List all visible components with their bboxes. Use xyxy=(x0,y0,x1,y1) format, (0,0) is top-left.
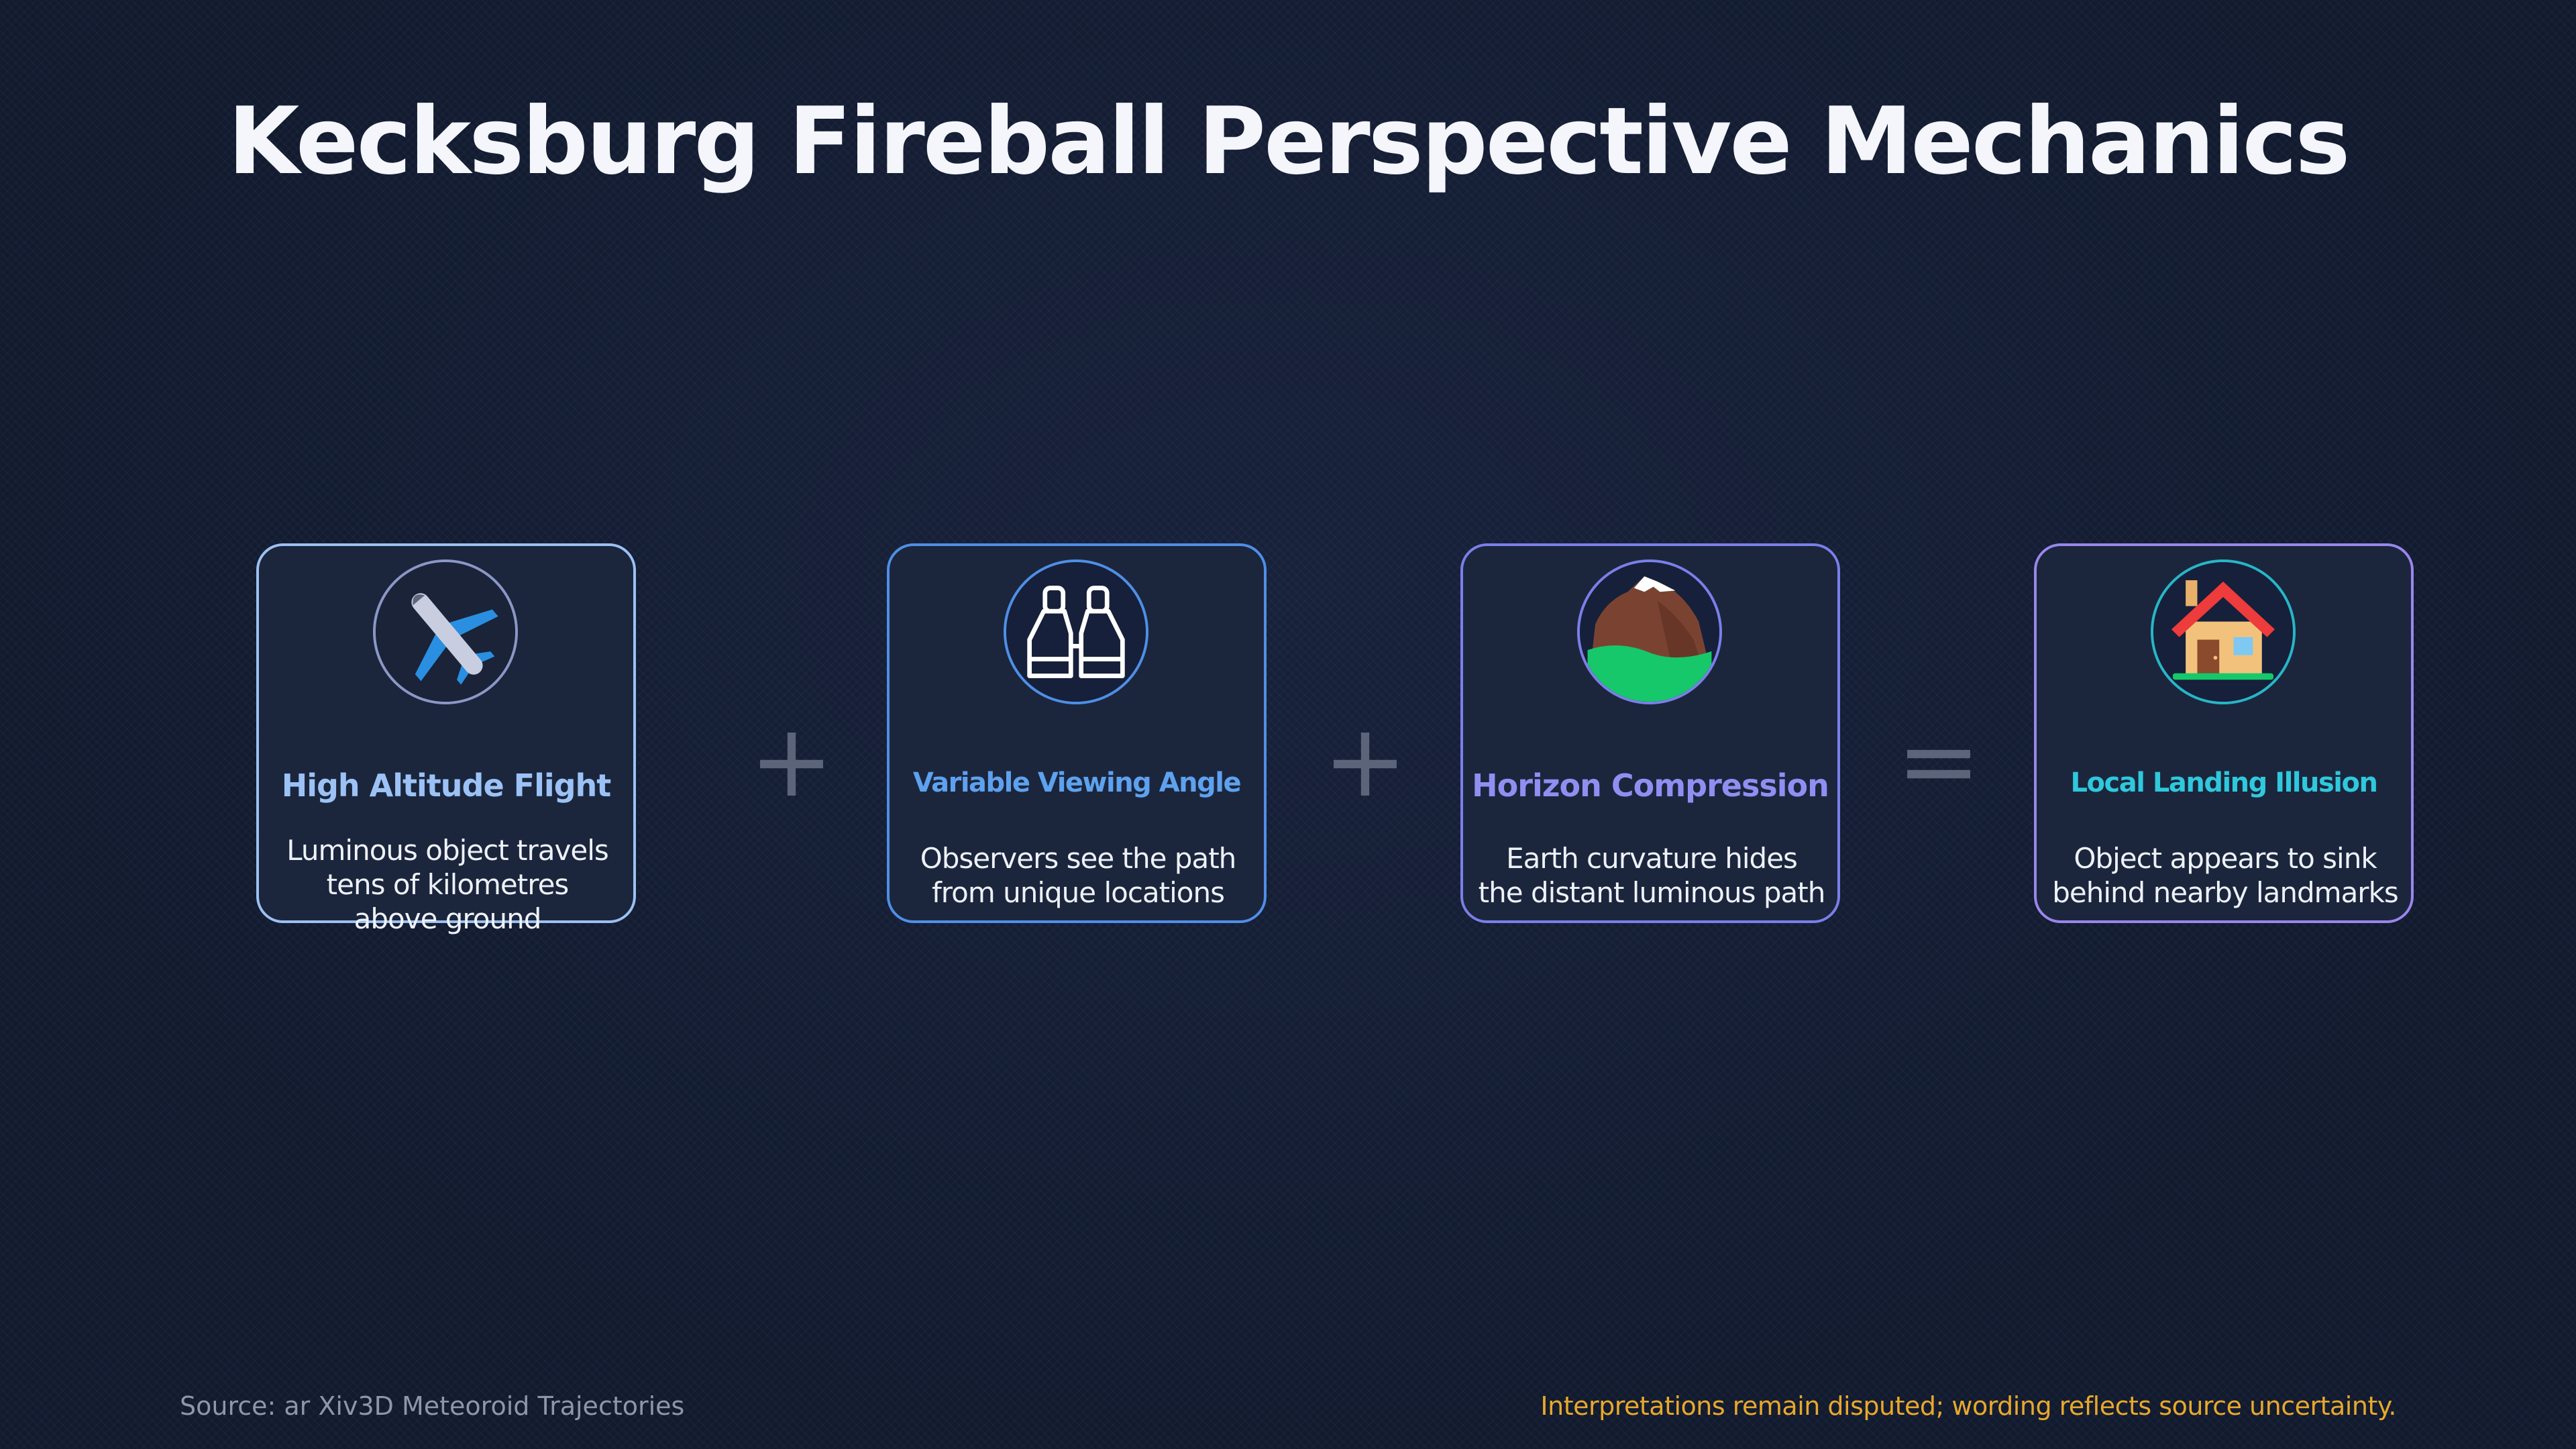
card-local-landing-illusion: Local Landing Illusion Object appears to… xyxy=(2034,543,2414,923)
card-title: Local Landing Illusion xyxy=(2070,767,2378,798)
card-title: Variable Viewing Angle xyxy=(912,767,1242,798)
card-description-line: Earth curvature hides xyxy=(1506,842,1798,875)
card-description-line: from unique locations xyxy=(932,876,1225,909)
card-title: Horizon Compression xyxy=(1472,767,1829,804)
binoculars-icon xyxy=(1004,559,1148,704)
card-horizon-compression: Horizon Compression Earth curvature hide… xyxy=(1460,543,1840,923)
card-high-altitude-flight: High Altitude Flight Luminous object tra… xyxy=(256,543,636,935)
card-description-line: behind nearby landmarks xyxy=(2052,876,2399,909)
card-description-line: Object appears to sink xyxy=(2074,842,2377,875)
house-icon xyxy=(2151,559,2296,704)
airplane-icon xyxy=(373,559,518,704)
card-description-line: Luminous object travels xyxy=(286,834,609,867)
card-description-line: the distant luminous path xyxy=(1478,876,1826,909)
mountain-icon xyxy=(1577,559,1722,704)
source-citation: Source: ar Xiv3D Meteoroid Trajectories xyxy=(180,1391,685,1421)
card-description-line: above ground xyxy=(354,902,542,935)
card-description: Observers see the path from unique locat… xyxy=(903,841,1253,910)
card-description: Object appears to sink behind nearby lan… xyxy=(2050,841,2400,910)
card-title: High Altitude Flight xyxy=(281,767,612,804)
card-description: Luminous object travels tens of kilometr… xyxy=(272,833,623,936)
plus-operator: + xyxy=(1323,703,1407,820)
card-description-line: Observers see the path xyxy=(920,842,1237,875)
plus-operator: + xyxy=(749,703,834,820)
equals-operator: = xyxy=(1896,703,1981,820)
card-variable-viewing-angle: Variable Viewing Angle Observers see the… xyxy=(887,543,1267,923)
disclaimer-note: Interpretations remain disputed; wording… xyxy=(1540,1391,2396,1421)
card-description: Earth curvature hides the distant lumino… xyxy=(1477,841,1827,910)
page-title: Kecksburg Fireball Perspective Mechanics xyxy=(227,87,2350,195)
card-description-line: tens of kilometres xyxy=(326,868,570,901)
